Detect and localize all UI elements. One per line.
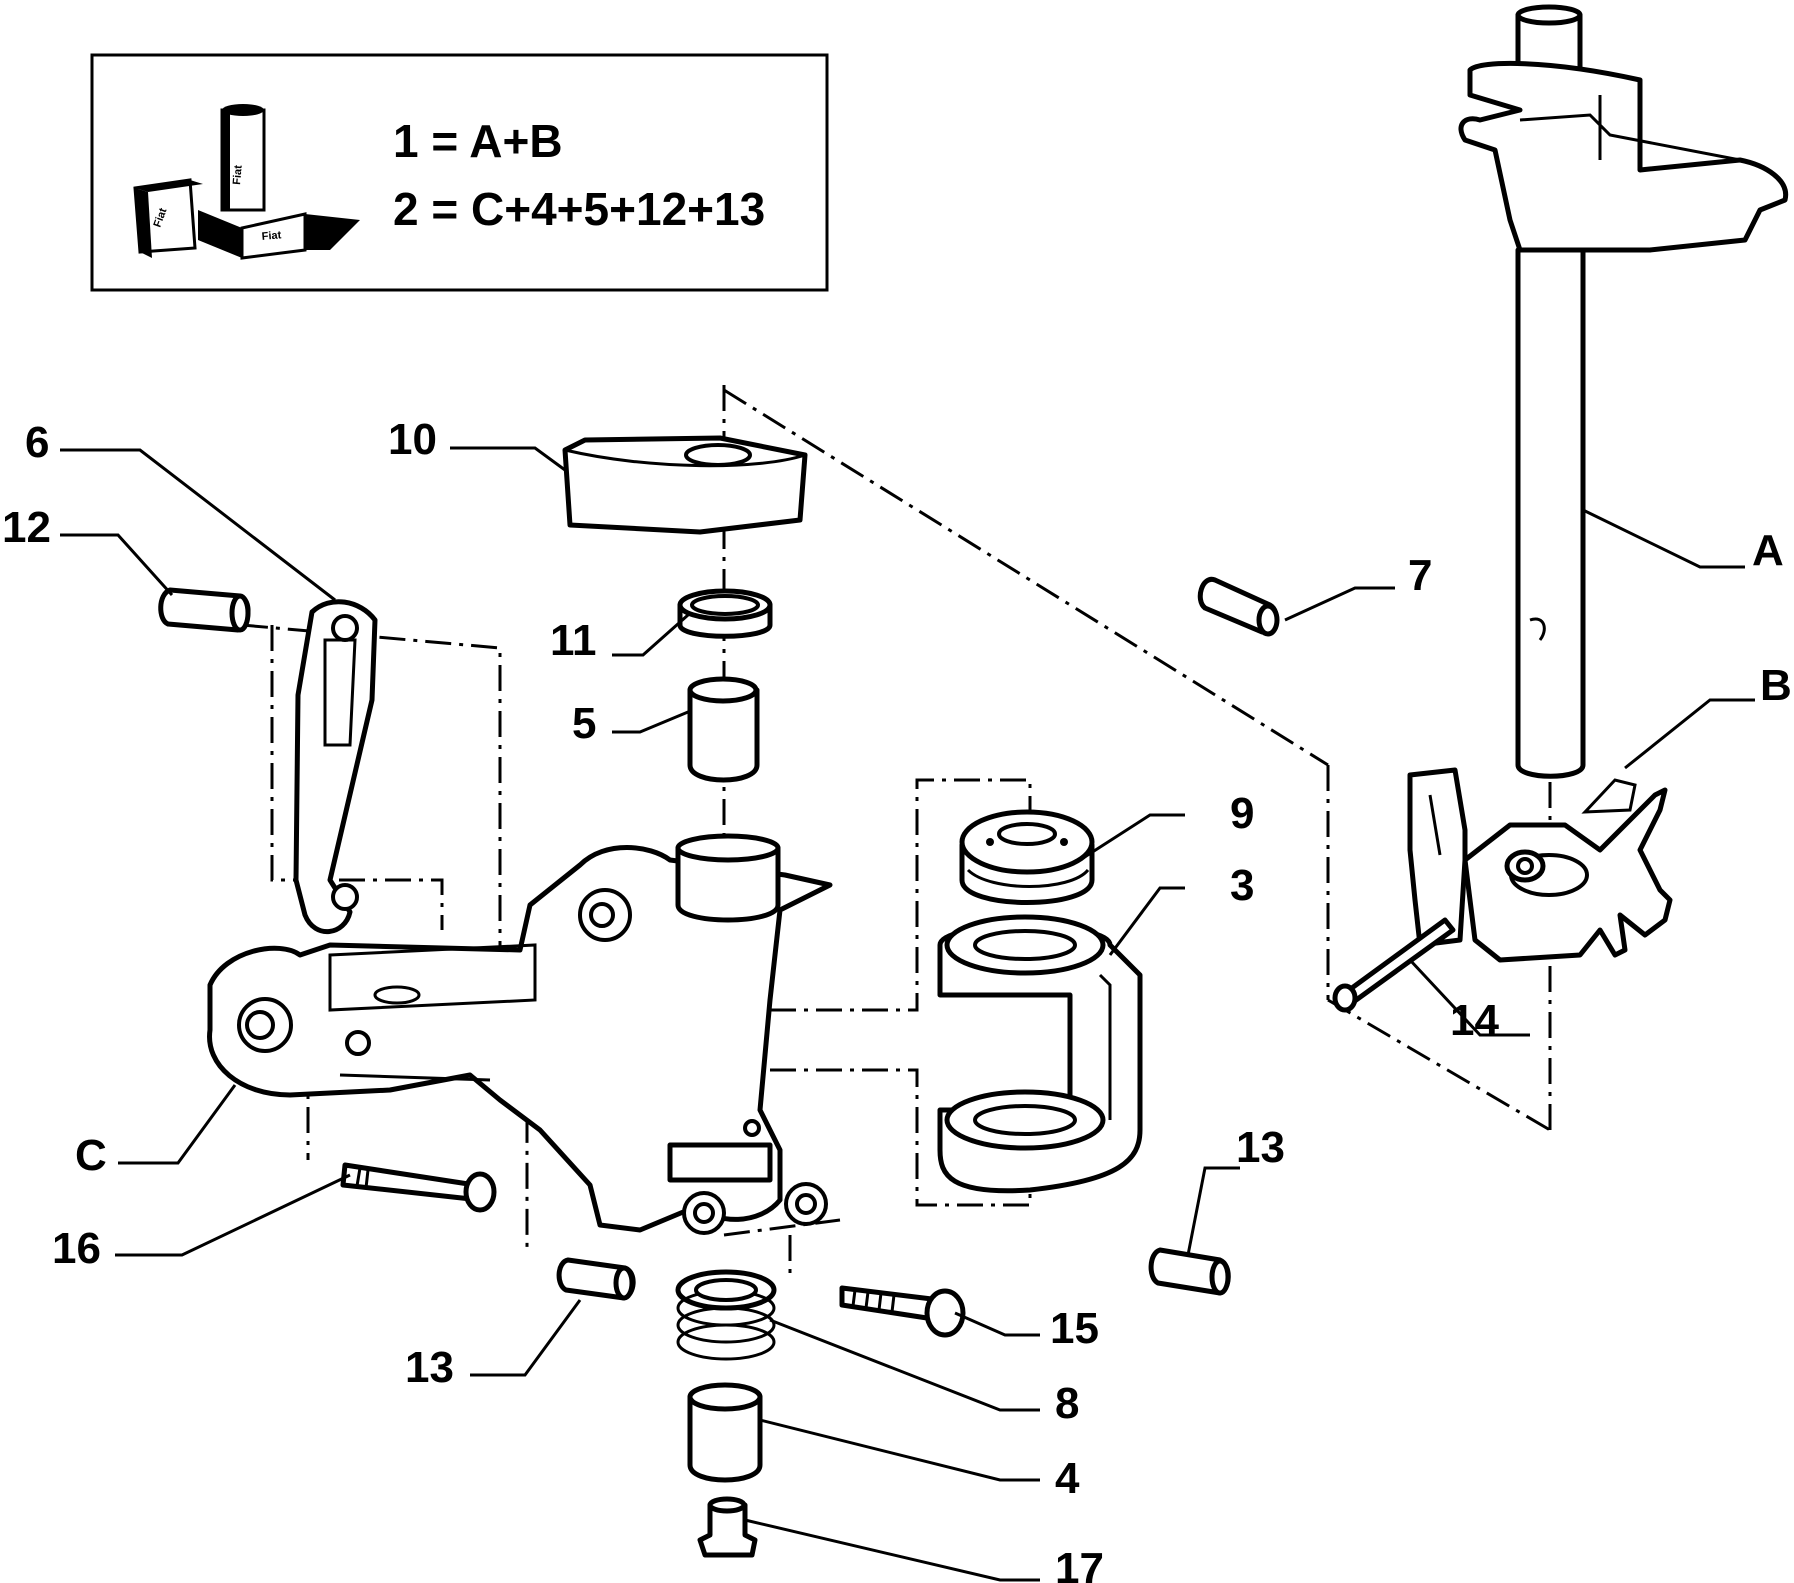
callout-16: 16 bbox=[52, 1224, 101, 1273]
callout-5: 5 bbox=[572, 699, 596, 748]
callout-15: 15 bbox=[1050, 1304, 1099, 1353]
part-c-lever-body bbox=[207, 833, 833, 1235]
part-a-shaft bbox=[1458, 4, 1789, 779]
part-4-bushing bbox=[687, 1382, 763, 1483]
part-11-ring bbox=[677, 588, 773, 639]
part-3-housing bbox=[937, 914, 1143, 1194]
assembly-axis-lines bbox=[241, 385, 1552, 1275]
callout-a: A bbox=[1752, 526, 1784, 575]
callout-7: 7 bbox=[1408, 551, 1432, 600]
callout-6: 6 bbox=[25, 418, 49, 467]
callout-11: 11 bbox=[550, 616, 597, 665]
leader-lines bbox=[60, 446, 1755, 1582]
callout-labels: 10 6 12 11 5 9 3 C 16 13 13 15 8 4 17 A … bbox=[2, 415, 1792, 1583]
package-text-2: Fiat bbox=[231, 164, 245, 185]
part-8-spring bbox=[675, 1269, 777, 1361]
part-15-screw bbox=[839, 1285, 966, 1338]
part-12-pin bbox=[158, 587, 251, 633]
callout-10: 10 bbox=[388, 415, 437, 464]
package-text-3: Fiat bbox=[261, 229, 282, 243]
legend-line-2: 2 = C+4+5+12+13 bbox=[393, 183, 765, 235]
callout-12: 12 bbox=[2, 503, 51, 552]
callout-14: 14 bbox=[1450, 996, 1499, 1045]
part-13-pin-left bbox=[556, 1257, 636, 1301]
callout-17: 17 bbox=[1055, 1544, 1104, 1583]
part-5-bushing bbox=[687, 676, 760, 783]
part-14-pin bbox=[1332, 917, 1456, 1013]
callout-9: 9 bbox=[1230, 789, 1254, 838]
callout-13-right: 13 bbox=[1236, 1123, 1285, 1172]
part-6-plate bbox=[293, 599, 378, 935]
callout-b: B bbox=[1760, 661, 1792, 710]
callout-13-left: 13 bbox=[405, 1343, 454, 1392]
callout-8: 8 bbox=[1055, 1379, 1079, 1428]
part-10-cap bbox=[562, 435, 808, 535]
fiat-parts-package-icon: Fiat Fiat Fiat bbox=[133, 104, 360, 260]
legend-box: Fiat Fiat Fiat 1 = A+B 2 = C+4+5+12+13 bbox=[90, 53, 829, 292]
legend-line-1: 1 = A+B bbox=[393, 115, 563, 167]
callout-3: 3 bbox=[1230, 861, 1254, 910]
callout-4: 4 bbox=[1055, 1454, 1080, 1503]
part-b-selector bbox=[1407, 767, 1673, 963]
part-17-plug bbox=[697, 1496, 758, 1558]
part-7-pin bbox=[1197, 576, 1280, 637]
callout-c: C bbox=[75, 1131, 107, 1180]
part-13-pin-right bbox=[1148, 1247, 1231, 1296]
part-16-bolt bbox=[340, 1162, 497, 1213]
part-9-seal bbox=[959, 809, 1095, 905]
